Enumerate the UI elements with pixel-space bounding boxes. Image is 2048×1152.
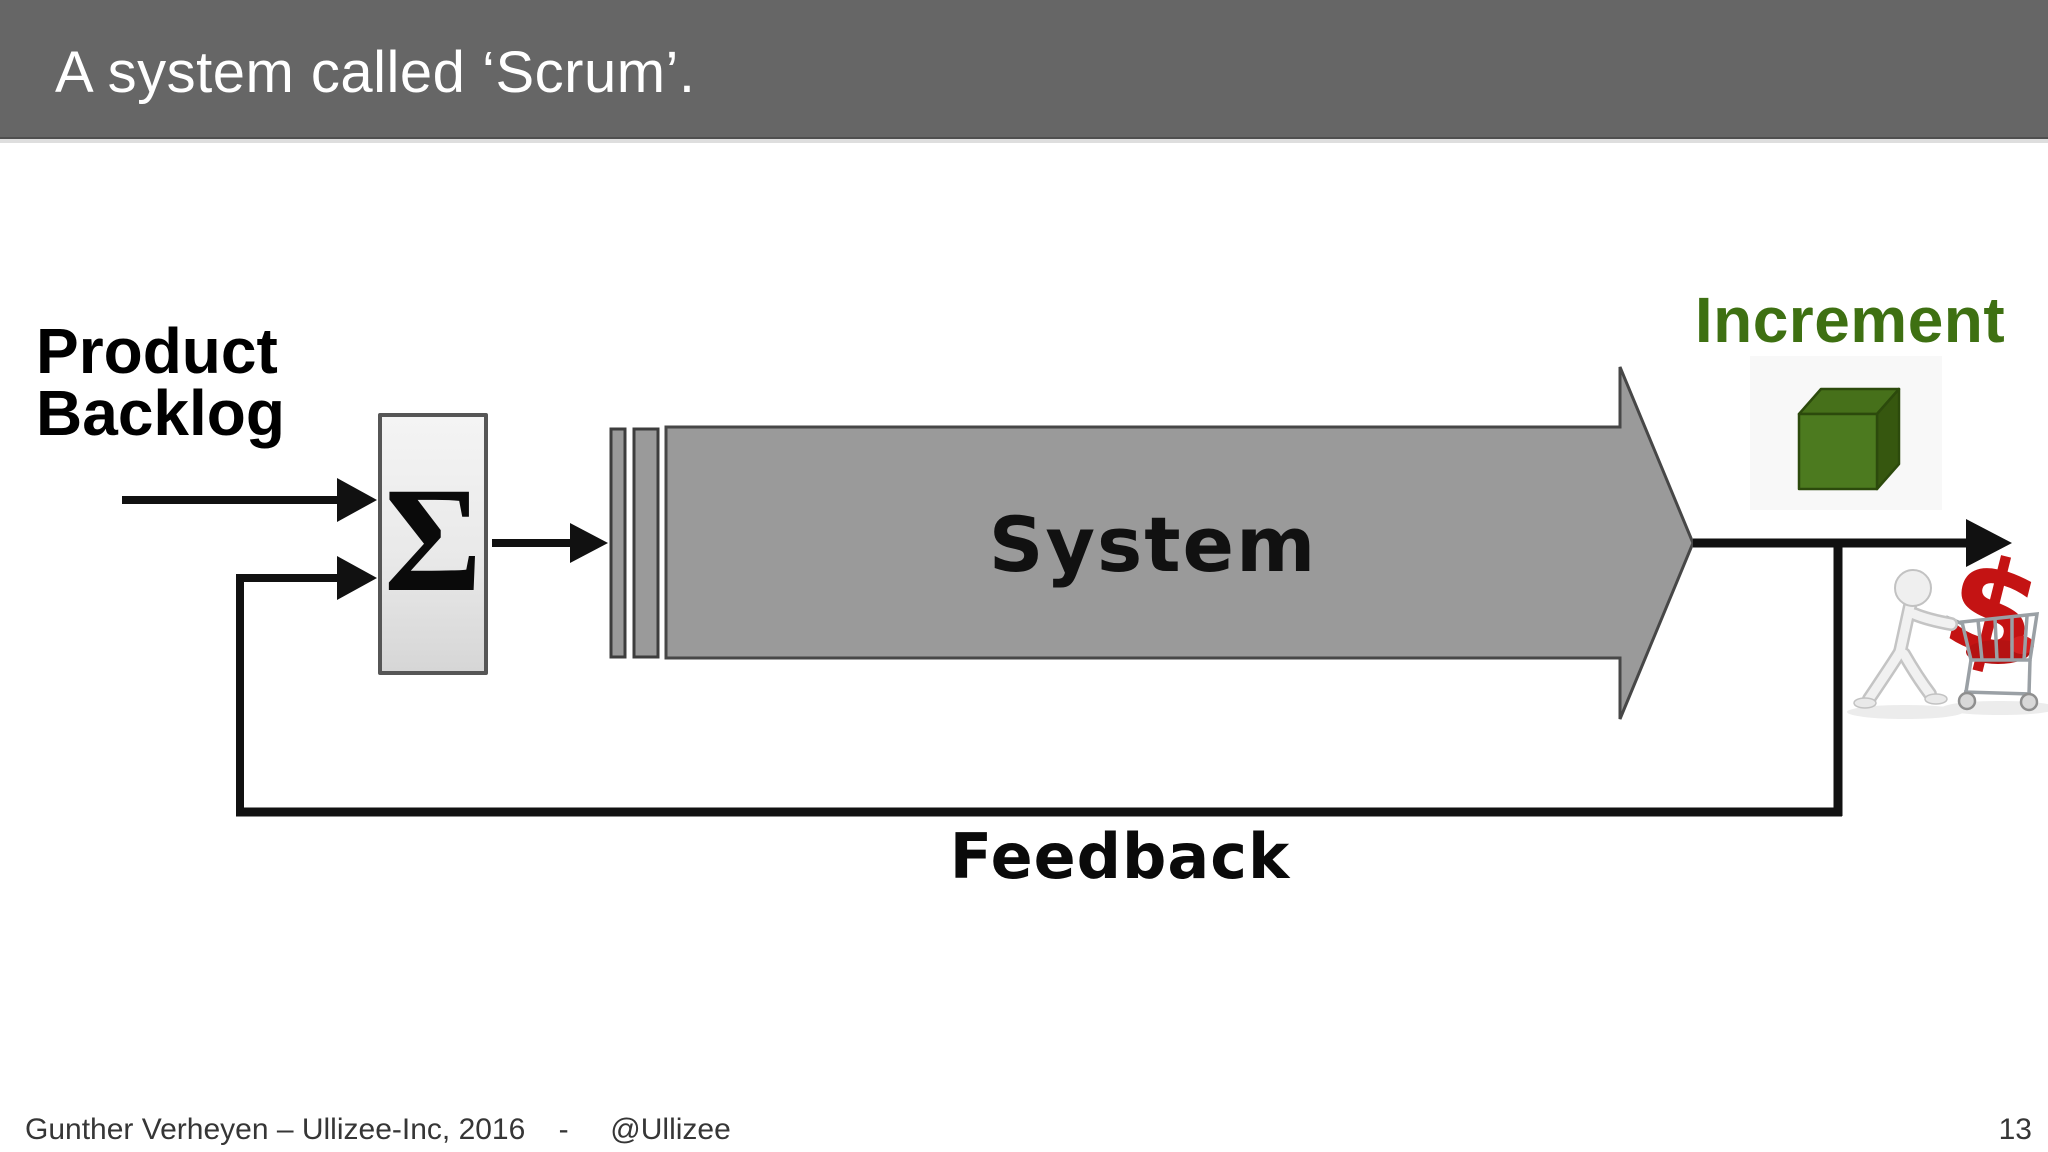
system-block-arrow [664, 366, 1695, 720]
system-label: System [988, 500, 1318, 589]
page-number: 13 [1998, 1113, 2032, 1146]
product-backlog-line2: Backlog [36, 377, 285, 449]
input-arrow-top [122, 478, 377, 522]
sigma-output-arrow [492, 523, 608, 563]
feedback-loop-line [236, 543, 1843, 817]
sum-box: Σ [378, 413, 488, 675]
product-backlog-label: Product Backlog [36, 315, 285, 449]
system-input-bars [609, 427, 660, 659]
cube-icon [1797, 387, 1901, 491]
output-arrow [1693, 519, 2012, 567]
feedback-label: Feedback [949, 820, 1291, 893]
slide-title: A system called ‘Scrum’. [55, 40, 696, 105]
feedback-return-arrow [236, 556, 377, 812]
title-bar: A system called ‘Scrum’. [0, 0, 2048, 139]
product-backlog-line1: Product [36, 315, 278, 387]
increment-label: Increment [1694, 284, 2006, 356]
cart-figure-icon: $ [1847, 524, 2048, 719]
sigma-symbol: Σ [383, 457, 483, 623]
footer-credit: Gunther Verheyen – Ullizee-Inc, 2016 - @… [25, 1113, 731, 1146]
